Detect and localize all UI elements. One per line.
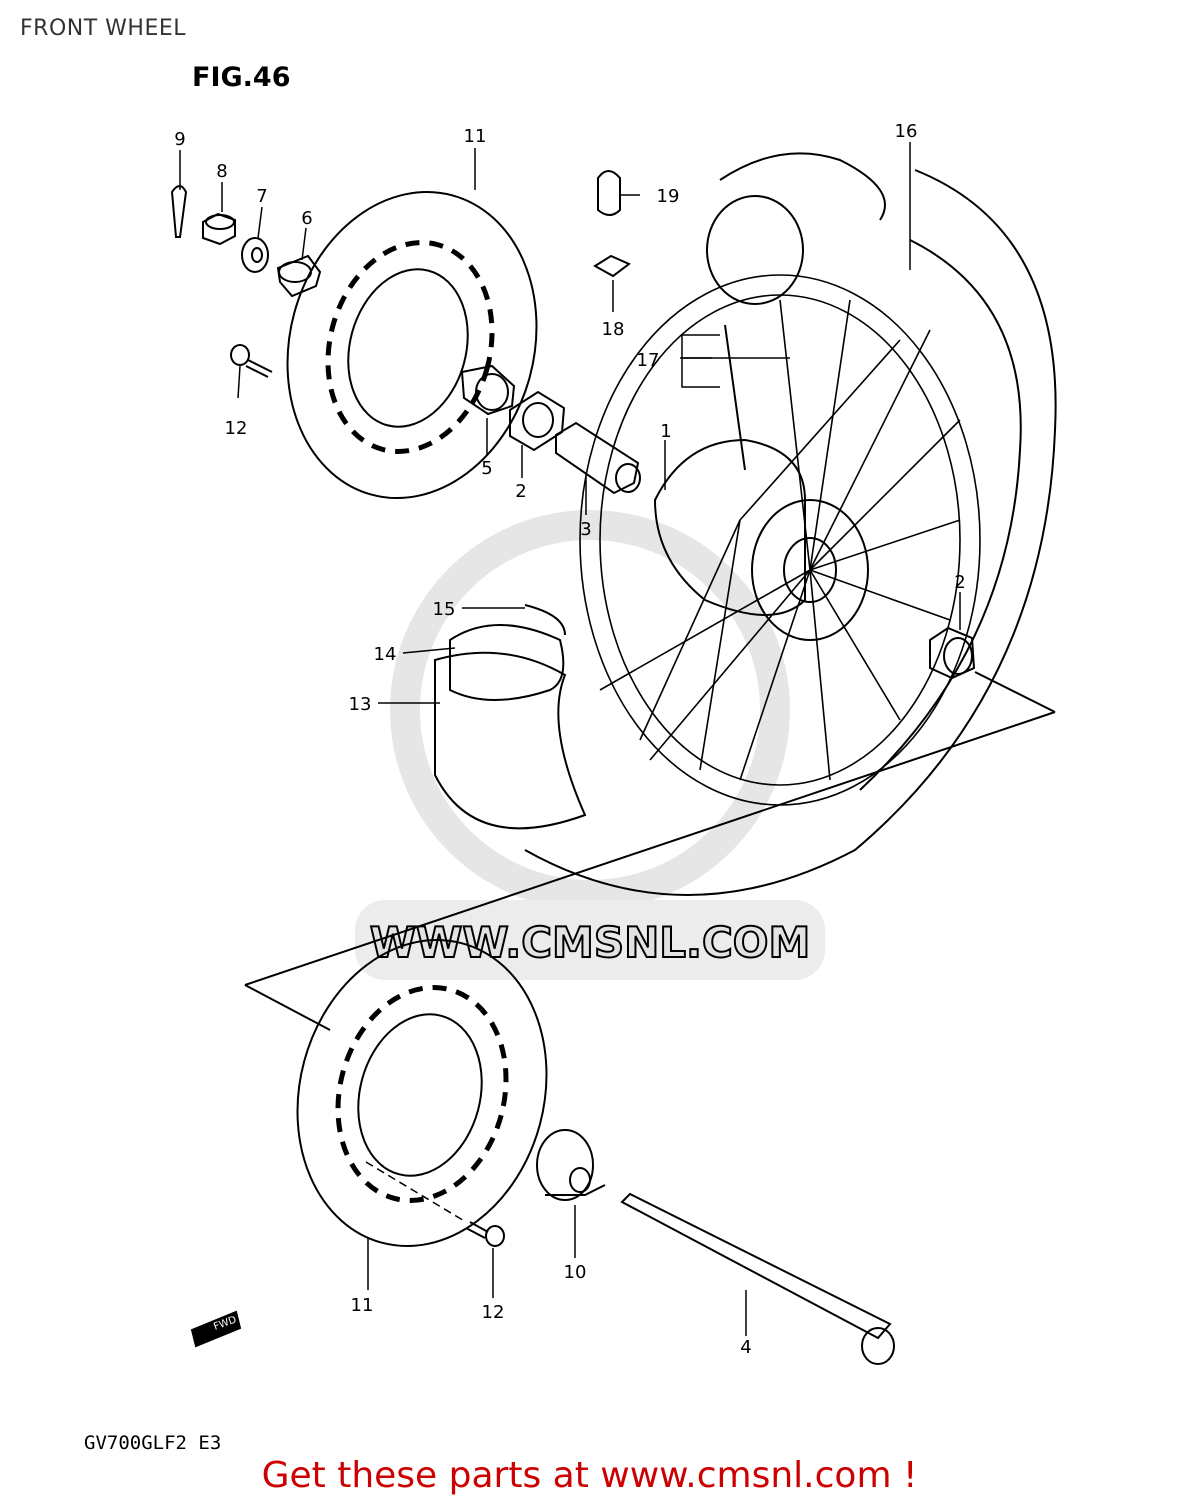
callout-9: 9 bbox=[174, 129, 185, 150]
valve-cap bbox=[597, 170, 621, 216]
callout-2-right: 2 bbox=[954, 572, 965, 593]
cotter-pin bbox=[170, 185, 188, 238]
wheel-bearing-right bbox=[929, 626, 976, 680]
brake-disc-lower bbox=[296, 938, 548, 1248]
spoke-part bbox=[724, 324, 746, 471]
callout-1: 1 bbox=[660, 421, 671, 442]
speedometer-gearbox bbox=[536, 1129, 606, 1201]
callout-7: 7 bbox=[256, 186, 267, 207]
callout-19: 19 bbox=[657, 186, 680, 207]
assembly-plane-lines bbox=[244, 671, 1056, 1031]
hub-spacer bbox=[460, 364, 516, 416]
callout-17: 17 bbox=[637, 350, 660, 371]
front-axle bbox=[620, 1192, 895, 1365]
watermark-text: WWW.CMSNL.COM bbox=[370, 918, 811, 967]
callout-2: 2 bbox=[515, 481, 526, 502]
watermark-logo: WWW.CMSNL.COM bbox=[355, 510, 825, 980]
disc-bolt-lower bbox=[365, 1161, 505, 1247]
callout-5: 5 bbox=[481, 458, 492, 479]
callout-15: 15 bbox=[433, 599, 456, 620]
callout-3: 3 bbox=[580, 519, 591, 540]
leader-lines bbox=[179, 142, 961, 1336]
wheel-rim-spokes bbox=[579, 274, 981, 806]
callout-13: 13 bbox=[349, 694, 372, 715]
model-code: GV700GLF2 E3 bbox=[84, 1432, 222, 1454]
callout-8: 8 bbox=[216, 161, 227, 182]
castle-nut bbox=[202, 212, 236, 246]
callout-11-lower: 11 bbox=[351, 1295, 374, 1316]
callout-18: 18 bbox=[602, 319, 625, 340]
callout-12-upper: 12 bbox=[225, 418, 248, 439]
callouts: 1 2 2 3 4 5 6 7 8 9 10 11 11 12 12 13 14… bbox=[174, 121, 965, 1358]
fwd-arrow: FWD bbox=[190, 1310, 242, 1348]
callout-4: 4 bbox=[740, 1337, 751, 1358]
tire-section bbox=[524, 152, 1057, 896]
callout-11-upper: 11 bbox=[464, 126, 487, 147]
tire-tube-band bbox=[434, 604, 587, 830]
wheel-hub bbox=[653, 438, 869, 641]
callout-12-lower: 12 bbox=[482, 1302, 505, 1323]
spacer-tube bbox=[555, 421, 641, 495]
washer bbox=[241, 237, 269, 273]
callout-14: 14 bbox=[374, 644, 397, 665]
footer-link[interactable]: Get these parts at www.cmsnl.com ! bbox=[261, 1455, 918, 1496]
callout-16: 16 bbox=[895, 121, 918, 142]
spacer bbox=[276, 254, 322, 298]
balance-weight bbox=[593, 254, 631, 278]
callout-6: 6 bbox=[301, 208, 312, 229]
disc-bolt-upper bbox=[230, 344, 273, 378]
figure-number: FIG.46 bbox=[192, 62, 291, 93]
page-title: FRONT WHEEL bbox=[20, 16, 186, 41]
callout-10: 10 bbox=[564, 1262, 587, 1283]
